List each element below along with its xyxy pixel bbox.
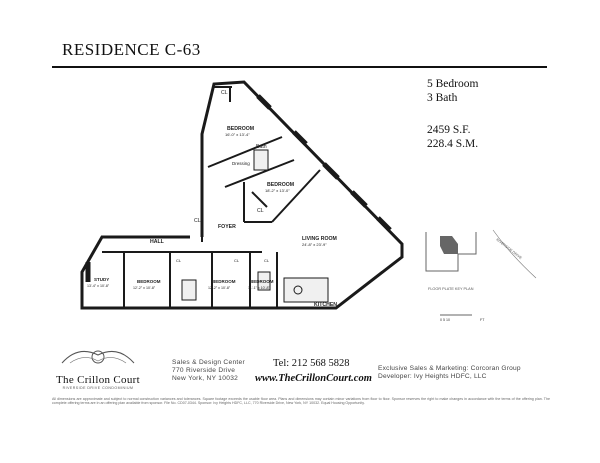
- website-link[interactable]: www.TheCrillonCourt.com: [255, 373, 372, 384]
- label-cl-small-1: CL: [176, 258, 182, 263]
- sink: [293, 285, 303, 295]
- scale-label: 0 5 10: [440, 318, 450, 322]
- logo-name: The Crillon Court: [56, 374, 140, 386]
- sales-center-title: Sales & Design Center: [172, 359, 246, 366]
- dim-bedroom-3: 12'-2" x 10'-8": [133, 286, 156, 290]
- label-bedroom-1: BEDROOM: [227, 126, 254, 132]
- label-bedroom-2: BEDROOM: [267, 182, 294, 188]
- key-plan: RIVERSIDE DRIVE FLOOR PLATE KEY PLAN 0 5…: [425, 229, 537, 322]
- dim-bedroom-5: 11'-1" x 10'-8": [248, 286, 271, 290]
- exclusive-sales: Exclusive Sales & Marketing: Corcoran Gr…: [378, 365, 521, 372]
- bathtub: [253, 149, 269, 171]
- room-labels: CL BEDROOM 16'-0" x 13'-4" Bath Dressing…: [87, 90, 337, 308]
- label-bath: Bath: [256, 144, 267, 150]
- sales-city: New York, NY 10032: [172, 375, 239, 383]
- area-sqft: 2459 S.F.: [427, 124, 471, 136]
- street-label: RIVERSIDE DRIVE: [495, 238, 523, 261]
- developer: Developer: Ivy Heights HDFC, LLC: [378, 373, 487, 381]
- scale-unit: FT: [480, 318, 485, 322]
- label-cl-top: CL: [221, 90, 228, 96]
- telephone: Tel: 212 568 5828: [273, 358, 350, 369]
- key-plan-outline: [425, 232, 477, 272]
- label-bedroom-4: BEDROOM: [212, 279, 236, 284]
- title-rule: [52, 66, 547, 68]
- bedroom-count: 5 Bedroom: [427, 78, 479, 90]
- label-foyer: FOYER: [218, 224, 236, 230]
- kitchen-counter: [283, 277, 329, 303]
- label-bedroom-5: BEDROOM: [250, 279, 274, 284]
- logo-subtitle: RIVERSIDE DRIVE CONDOMINIUM: [62, 386, 134, 390]
- label-study: STUDY: [94, 277, 109, 282]
- street-curve: [492, 229, 537, 279]
- page-title: RESIDENCE C-63: [62, 40, 201, 59]
- area-sqm: 228.4 S.M.: [427, 138, 479, 150]
- unit-highlight: [440, 236, 458, 254]
- window-marks: [85, 94, 392, 282]
- bath-fixture-1: [181, 279, 197, 301]
- label-dressing: Dressing: [232, 161, 250, 166]
- bath-fixture-2: [257, 271, 271, 291]
- legal-disclaimer: All dimensions are approximate and subje…: [52, 397, 550, 406]
- floor-plan: CL BEDROOM 16'-0" x 13'-4" Bath Dressing…: [80, 80, 404, 310]
- fixtures: [181, 149, 329, 303]
- keyplan-label: FLOOR PLATE KEY PLAN: [428, 287, 474, 291]
- label-living-room: LIVING ROOM: [302, 236, 337, 242]
- label-hall: HALL: [150, 239, 165, 245]
- interior-walls: [102, 86, 321, 308]
- label-cl-bed2: CL: [257, 208, 264, 214]
- marketing-info: Exclusive Sales & Marketing: Corcoran Gr…: [378, 365, 521, 381]
- unit-area: 2459 S.F. 228.4 S.M.: [427, 123, 478, 151]
- bath-count: 3 Bath: [427, 92, 458, 104]
- crest-icon: [61, 350, 135, 364]
- unit-specs: 5 Bedroom 3 Bath: [427, 77, 478, 105]
- dim-study: 13'-4" x 10'-8": [87, 284, 110, 288]
- dim-bedroom-2: 18'-2" x 13'-0": [265, 188, 290, 193]
- building-logo: The Crillon Court RIVERSIDE DRIVE CONDOM…: [52, 345, 144, 390]
- dim-living-room: 24'-8" x 23'-9": [302, 242, 327, 247]
- dim-bedroom-4: 12'-2" x 10'-8": [208, 286, 231, 290]
- sales-center: Sales & Design Center 770 Riverside Driv…: [172, 359, 245, 384]
- label-bedroom-3: BEDROOM: [137, 279, 161, 284]
- exterior-walls: [80, 80, 404, 310]
- sales-address: 770 Riverside Drive: [172, 367, 236, 375]
- label-kitchen: KITCHEN: [314, 302, 337, 308]
- label-cl-small-2: CL: [234, 258, 240, 263]
- label-cl-small-3: CL: [264, 258, 270, 263]
- label-cl-foyer: CL: [194, 218, 201, 224]
- dim-bedroom-1: 16'-0" x 13'-4": [225, 132, 250, 137]
